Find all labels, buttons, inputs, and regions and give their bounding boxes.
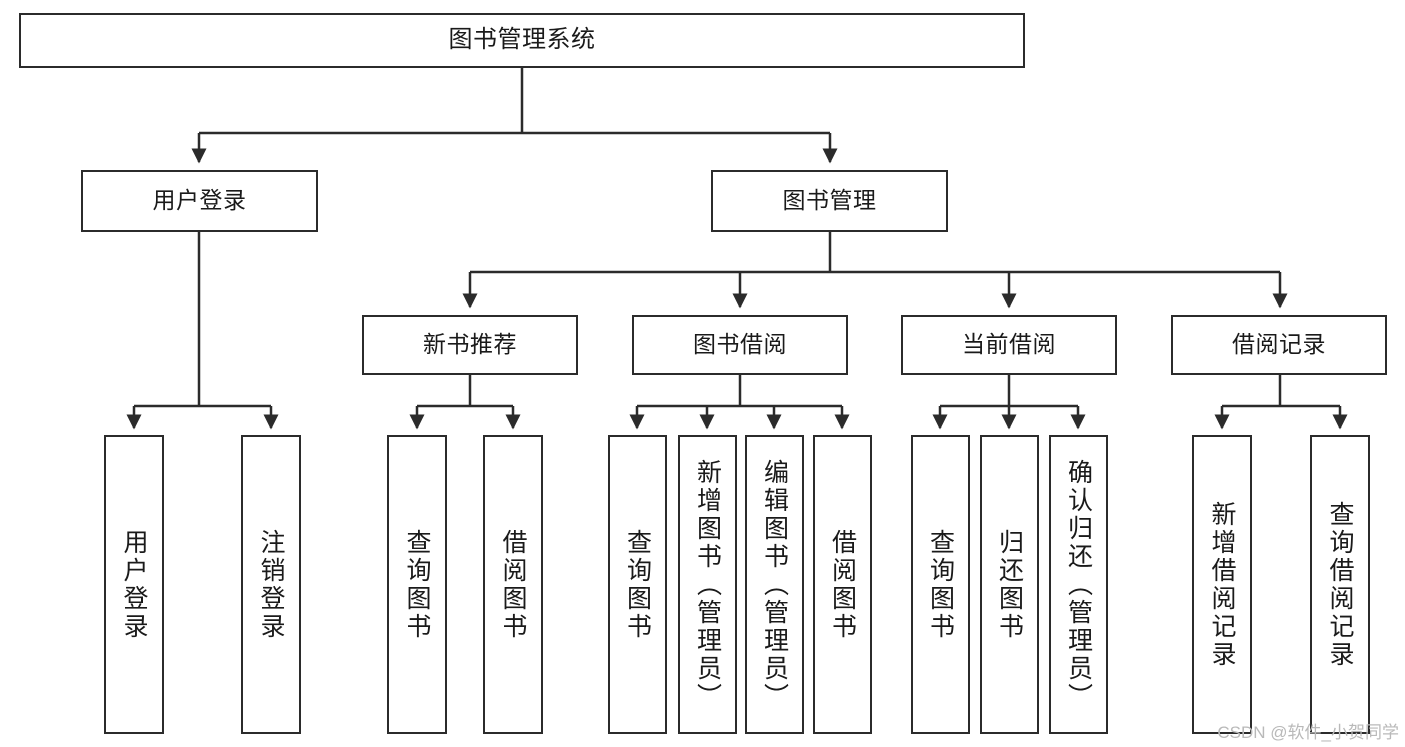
leaf-user-login-signout[interactable]: 注销登录 xyxy=(241,435,301,734)
node-book-borrow[interactable]: 图书借阅 xyxy=(632,315,848,375)
node-book-management[interactable]: 图书管理 xyxy=(711,170,948,232)
leaf-borrow-record-query[interactable]: 查询借阅记录 xyxy=(1310,435,1370,734)
node-new-book-recommend-label: 新书推荐 xyxy=(423,331,517,358)
leaf-new-book-query[interactable]: 查询图书 xyxy=(387,435,447,734)
leaf-current-borrow-return-label: 归还图书 xyxy=(995,528,1024,641)
leaf-current-borrow-confirm-return-label: 确认归还（管理员） xyxy=(1064,458,1093,711)
leaf-borrow-record-add-label: 新增借阅记录 xyxy=(1208,500,1236,669)
node-user-login[interactable]: 用户登录 xyxy=(81,170,318,232)
leaf-new-book-query-label: 查询图书 xyxy=(403,528,431,641)
node-new-book-recommend[interactable]: 新书推荐 xyxy=(362,315,578,375)
node-book-management-label: 图书管理 xyxy=(782,187,877,214)
node-book-borrow-label: 图书借阅 xyxy=(693,331,787,358)
leaf-current-borrow-query[interactable]: 查询图书 xyxy=(911,435,970,734)
leaf-book-borrow-query[interactable]: 查询图书 xyxy=(608,435,667,734)
leaf-user-login-signout-label: 注销登录 xyxy=(257,528,285,641)
leaf-book-borrow-query-label: 查询图书 xyxy=(623,528,652,641)
leaf-current-borrow-query-label: 查询图书 xyxy=(926,528,955,641)
leaf-book-borrow-lend-label: 借阅图书 xyxy=(828,528,857,641)
node-borrow-record[interactable]: 借阅记录 xyxy=(1171,315,1387,375)
leaf-book-borrow-add-label: 新增图书（管理员） xyxy=(693,458,722,711)
leaf-new-book-borrow-label: 借阅图书 xyxy=(499,528,527,641)
leaf-borrow-record-add[interactable]: 新增借阅记录 xyxy=(1192,435,1252,734)
leaf-book-borrow-edit[interactable]: 编辑图书（管理员） xyxy=(745,435,804,734)
leaf-borrow-record-query-label: 查询借阅记录 xyxy=(1326,500,1354,669)
csdn-watermark: CSDN @软件_小贺同学 xyxy=(1217,723,1399,742)
node-current-borrow[interactable]: 当前借阅 xyxy=(901,315,1117,375)
node-current-borrow-label: 当前借阅 xyxy=(962,331,1056,358)
leaf-user-login-signin[interactable]: 用户登录 xyxy=(104,435,164,734)
node-borrow-record-label: 借阅记录 xyxy=(1232,331,1326,358)
leaf-book-borrow-edit-label: 编辑图书（管理员） xyxy=(760,458,789,711)
node-user-login-label: 用户登录 xyxy=(152,187,247,214)
node-root[interactable]: 图书管理系统 xyxy=(19,13,1025,68)
leaf-user-login-signin-label: 用户登录 xyxy=(120,528,148,641)
leaf-book-borrow-lend[interactable]: 借阅图书 xyxy=(813,435,872,734)
leaf-new-book-borrow[interactable]: 借阅图书 xyxy=(483,435,543,734)
leaf-book-borrow-add[interactable]: 新增图书（管理员） xyxy=(678,435,737,734)
node-root-label: 图书管理系统 xyxy=(448,26,596,54)
leaf-current-borrow-confirm-return[interactable]: 确认归还（管理员） xyxy=(1049,435,1108,734)
leaf-current-borrow-return[interactable]: 归还图书 xyxy=(980,435,1039,734)
